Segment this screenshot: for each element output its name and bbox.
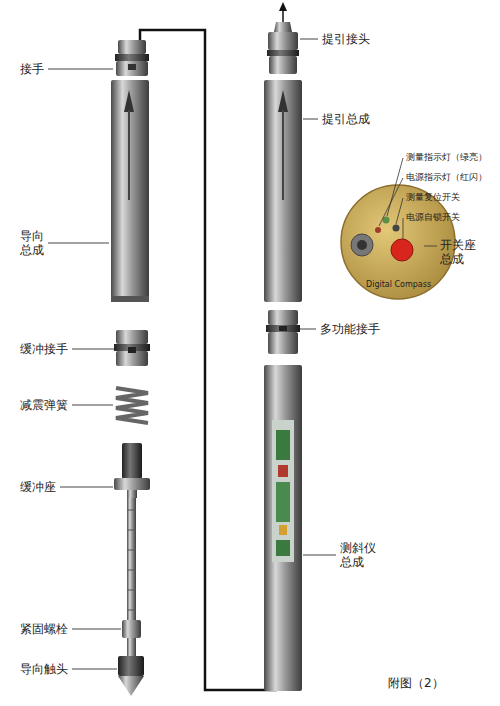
part-label: 测斜仪总成 <box>340 541 380 570</box>
part-label: 测量复位开关 <box>406 192 460 203</box>
part-label: 导向触头 <box>20 662 68 676</box>
part-label: 测量指示灯（绿亮） <box>406 152 487 163</box>
part-label: 提引接头 <box>322 32 370 46</box>
part-label: 紧固螺栓 <box>20 622 68 636</box>
part-label: 电源自锁开关 <box>406 212 460 223</box>
part-label: 提引总成 <box>322 112 370 126</box>
part-label: 多功能接手 <box>320 322 380 336</box>
part-label: 缓冲座 <box>20 480 56 494</box>
part-label: 接手 <box>20 62 44 76</box>
part-label: Digital Compass <box>366 280 431 290</box>
part-label: 导向总成 <box>20 229 46 258</box>
figure-caption: 附图（2） <box>388 676 444 690</box>
part-label: 减震弹簧 <box>20 398 68 412</box>
part-label: 电源指示灯（红闪） <box>406 172 487 183</box>
part-label: 缓冲接手 <box>20 342 68 356</box>
part-label: 开关座总成 <box>440 238 478 267</box>
